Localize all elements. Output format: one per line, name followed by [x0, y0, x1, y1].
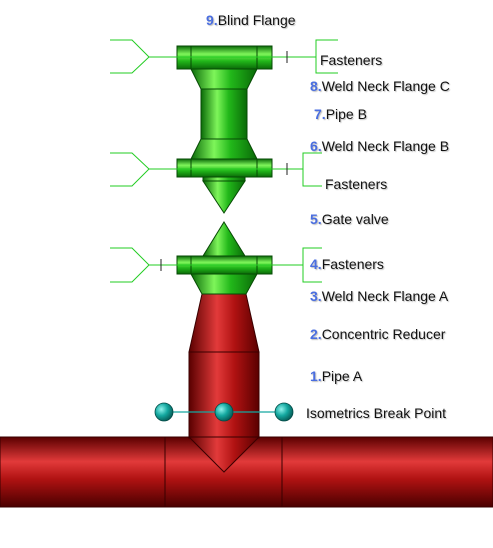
break-node-left — [154, 402, 174, 422]
label-weld-neck-flange-a: 3.Weld Neck Flange A — [310, 288, 448, 304]
break-node-center — [214, 402, 234, 422]
break-node-right — [274, 402, 294, 422]
weld-neck-flange-a-shape — [176, 255, 273, 295]
pipe-b-shape — [200, 88, 248, 140]
label-blind-flange: 9.Blind Flange — [206, 12, 296, 28]
label-text: Fasteners — [325, 176, 388, 192]
fasteners-mid-bolt — [110, 152, 322, 187]
label-text: Weld Neck Flange A — [321, 288, 449, 304]
label-number: 2. — [310, 326, 322, 342]
label-pipe-a: 1.Pipe A — [310, 368, 362, 384]
weld-neck-flange-c-shape — [190, 68, 258, 90]
label-pipe-b: 7.Pipe B — [314, 106, 367, 122]
label-concentric-reducer: 2.Concentric Reducer — [310, 326, 445, 342]
label-number: 9. — [206, 12, 218, 28]
label-gate-valve: 5.Gate valve — [310, 211, 389, 227]
label-text: Gate valve — [321, 211, 389, 227]
label-number: 5. — [310, 211, 322, 227]
weld-neck-flange-b-shape — [176, 138, 273, 182]
label-number: 1. — [310, 368, 322, 384]
label-text: Weld Neck Flange C — [321, 78, 450, 94]
label-number: 7. — [314, 106, 326, 122]
label-text: Weld Neck Flange B — [321, 138, 450, 154]
label-text: Isometrics Break Point — [306, 405, 447, 421]
label-text: Blind Flange — [217, 12, 296, 28]
label-number: 6. — [310, 138, 322, 154]
label-number: 4. — [310, 256, 322, 272]
label-text: Fasteners — [321, 256, 384, 272]
label-fasteners-low: 4.Fasteners — [310, 256, 384, 272]
label-text: Pipe A — [321, 368, 363, 384]
label-number: 8. — [310, 78, 322, 94]
label-isometrics-break-point: Isometrics Break Point — [306, 405, 446, 421]
concentric-reducer-shape — [188, 293, 260, 353]
label-text: Pipe B — [325, 106, 367, 122]
label-number: 3. — [310, 288, 322, 304]
label-fasteners-mid: Fasteners — [325, 176, 387, 192]
label-weld-neck-flange-c: 8.Weld Neck Flange C — [310, 78, 450, 94]
label-fasteners-top: Fasteners — [320, 52, 382, 68]
isometrics-break-marker — [154, 402, 294, 422]
label-text: Concentric Reducer — [321, 326, 446, 342]
fasteners-top-bolt — [110, 39, 338, 74]
label-text: Fasteners — [320, 52, 383, 68]
fasteners-low-bolt — [110, 247, 322, 283]
pipe-a-shape — [187, 351, 261, 473]
gate-valve-shape — [202, 180, 246, 257]
label-weld-neck-flange-b: 6.Weld Neck Flange B — [310, 138, 449, 154]
